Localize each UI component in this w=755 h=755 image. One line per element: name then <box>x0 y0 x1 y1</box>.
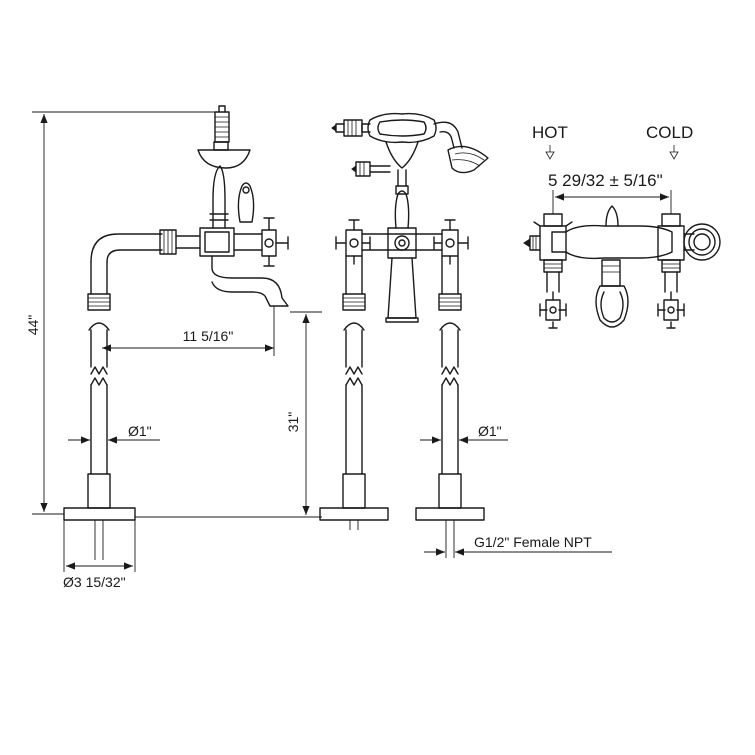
top-hot-valve <box>539 225 567 261</box>
dim-total-height-label: 44" <box>25 315 41 336</box>
dim-spout-height-label: 31" <box>285 412 301 433</box>
top-spout-neck <box>601 259 621 287</box>
side-elbow-outer <box>90 233 163 263</box>
side-escutcheon <box>87 473 111 509</box>
dim-pipe-diameter-left: Ø1" <box>68 423 160 446</box>
top-spout <box>595 285 629 328</box>
cold-label: COLD <box>646 123 693 142</box>
front-view <box>319 112 489 530</box>
top-view <box>523 205 721 329</box>
hot-arrow-icon <box>545 145 555 160</box>
dim-spout-reach: 11 5/16" <box>102 306 275 356</box>
dim-pipe-diameter-right: Ø1" <box>420 423 508 446</box>
dim-spout-height: 31" <box>135 311 322 518</box>
dim-total-height: 44" <box>25 111 215 515</box>
top-main-body <box>551 224 673 260</box>
side-elbow-inner <box>106 249 163 263</box>
front-handshower-body <box>367 112 437 144</box>
hot-label: HOT <box>532 123 568 142</box>
side-valve-body <box>199 227 235 257</box>
dim-pipe-diameter-right-label: Ø1" <box>478 423 502 439</box>
front-right-cross-handle <box>441 229 459 257</box>
front-shower-neck <box>433 121 463 149</box>
side-base-plate <box>63 507 136 521</box>
dim-pipe-diameter-left-label: Ø1" <box>128 423 152 439</box>
top-cold-rosette <box>683 223 721 261</box>
dim-spout-reach-label: 11 5/16" <box>183 328 234 344</box>
front-cradle <box>385 141 419 169</box>
center-distance-label: 5 29/32 ± 5/16" <box>548 171 663 190</box>
side-riser-break <box>90 377 108 386</box>
side-riser-mid <box>90 329 108 368</box>
dim-connection: G1/2" Female NPT <box>424 520 612 558</box>
cold-arrow-icon <box>669 145 679 160</box>
front-spout <box>387 257 417 319</box>
side-cross-handle <box>261 229 277 257</box>
front-right-base <box>415 507 485 521</box>
dim-connection-label: G1/2" Female NPT <box>474 534 592 550</box>
side-view <box>63 105 289 521</box>
side-stem <box>212 165 226 229</box>
side-cradle <box>197 149 251 169</box>
front-centre-valve <box>387 227 417 259</box>
top-hot-cross-handle <box>545 299 561 321</box>
side-riser-lower <box>90 384 108 475</box>
dim-base-diameter-label: Ø3 15/32" <box>63 574 126 590</box>
front-shower-head <box>447 145 489 174</box>
dim-base-diameter: Ø3 15/32" <box>63 520 136 590</box>
side-lever-handle <box>237 182 255 223</box>
top-cold-cross-handle <box>663 299 679 321</box>
side-spout <box>211 255 289 307</box>
front-left-base <box>319 507 389 521</box>
front-lever-handle <box>394 190 410 229</box>
top-view-labels: HOT COLD 5 29/32 ± 5/16" <box>532 123 693 214</box>
front-left-cross-handle <box>345 229 363 257</box>
